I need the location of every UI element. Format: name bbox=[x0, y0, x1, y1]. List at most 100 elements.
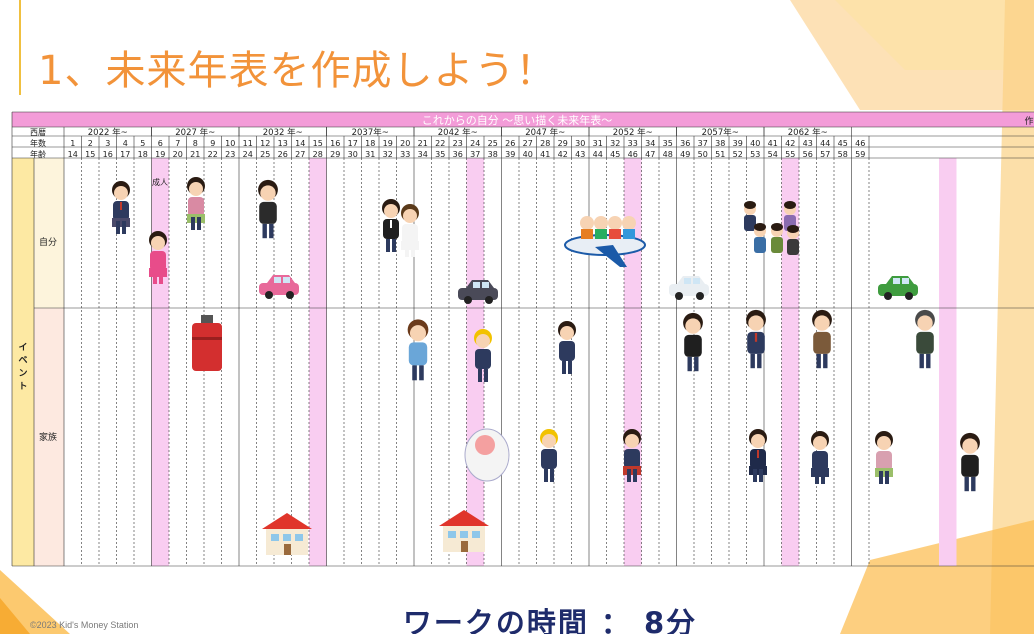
milestone-note: 成人 bbox=[152, 177, 168, 187]
year-group-label: 2027 年~ bbox=[175, 127, 215, 138]
student-girl2-icon bbox=[811, 431, 829, 484]
year-group-label: 2022 年~ bbox=[88, 127, 128, 138]
age-number: 43 bbox=[575, 150, 585, 159]
age-number: 35 bbox=[435, 150, 445, 159]
age-number: 39 bbox=[505, 150, 515, 159]
event-label-char: ベ bbox=[18, 355, 27, 366]
year-number: 6 bbox=[158, 139, 163, 148]
year-number: 46 bbox=[855, 139, 865, 148]
suit-woman-icon bbox=[187, 177, 205, 230]
grandpa-suit-icon bbox=[812, 309, 832, 369]
year-number: 13 bbox=[278, 139, 288, 148]
white-car-icon bbox=[669, 276, 709, 300]
age-number: 17 bbox=[120, 150, 130, 159]
house-left-icon bbox=[262, 513, 312, 555]
pink-car-icon bbox=[259, 275, 299, 299]
table-title: これからの自分 ～思い描く未来年表～ bbox=[422, 113, 613, 127]
age-number: 41 bbox=[540, 150, 550, 159]
age-number: 21 bbox=[190, 150, 200, 159]
age-number: 44 bbox=[593, 150, 603, 159]
year-group-label: 2047 年~ bbox=[525, 127, 565, 138]
age-number: 48 bbox=[663, 150, 673, 159]
year-group-label: 2062 年~ bbox=[788, 127, 828, 138]
age-number: 19 bbox=[155, 150, 165, 159]
mother-baby-icon bbox=[407, 319, 429, 381]
year-group-label: 2052 年~ bbox=[613, 127, 653, 138]
year-number: 34 bbox=[645, 139, 655, 148]
year-number: 37 bbox=[698, 139, 708, 148]
row-label-seireki: 西暦 bbox=[30, 128, 46, 137]
age-number: 22 bbox=[208, 150, 218, 159]
senior-man-icon bbox=[915, 309, 935, 369]
year-number: 38 bbox=[715, 139, 725, 148]
year-number: 28 bbox=[540, 139, 550, 148]
age-number: 33 bbox=[400, 150, 410, 159]
kimono-girl-icon bbox=[149, 231, 167, 284]
event-label-char: イ bbox=[18, 342, 27, 353]
year-number: 15 bbox=[313, 139, 323, 148]
red-suitcase-icon bbox=[192, 315, 222, 371]
office-woman-icon bbox=[258, 179, 278, 239]
year-number: 2 bbox=[88, 139, 93, 148]
year-number: 45 bbox=[838, 139, 848, 148]
year-group-label: 2037年~ bbox=[352, 127, 389, 138]
year-number: 4 bbox=[123, 139, 128, 148]
year-number: 31 bbox=[593, 139, 603, 148]
age-number: 32 bbox=[383, 150, 393, 159]
wedding-couple-icon bbox=[382, 199, 400, 252]
year-number: 44 bbox=[820, 139, 830, 148]
age-number: 20 bbox=[173, 150, 183, 159]
year-number: 21 bbox=[418, 139, 428, 148]
year-number: 10 bbox=[225, 139, 235, 148]
year-group-label: 2042 年~ bbox=[438, 127, 478, 138]
family-label: 家族 bbox=[39, 431, 57, 443]
age-number: 14 bbox=[68, 150, 78, 159]
year-number: 22 bbox=[435, 139, 445, 148]
age-number: 53 bbox=[750, 150, 760, 159]
year-number: 17 bbox=[348, 139, 358, 148]
age-number: 38 bbox=[488, 150, 498, 159]
year-group-label: 2057年~ bbox=[702, 127, 739, 138]
age-number: 29 bbox=[330, 150, 340, 159]
year-number: 42 bbox=[785, 139, 795, 148]
age-number: 16 bbox=[103, 150, 113, 159]
student-girl-icon bbox=[112, 181, 130, 234]
phone-girl-icon bbox=[875, 431, 893, 484]
year-number: 8 bbox=[193, 139, 198, 148]
row-label-nenrei: 年齢 bbox=[30, 149, 46, 159]
newborn-icon bbox=[464, 428, 510, 482]
year-number: 41 bbox=[768, 139, 778, 148]
family-label-cell bbox=[34, 308, 64, 566]
self-label-cell bbox=[34, 158, 64, 308]
age-number: 49 bbox=[680, 150, 690, 159]
age-number: 46 bbox=[628, 150, 638, 159]
suit-boy-icon bbox=[746, 309, 766, 369]
age-number: 45 bbox=[610, 150, 620, 159]
year-number: 40 bbox=[750, 139, 760, 148]
year-number: 30 bbox=[575, 139, 585, 148]
family-plane-icon bbox=[564, 216, 646, 267]
schoolboy-icon bbox=[558, 321, 576, 374]
highlight-column bbox=[781, 158, 799, 566]
age-number: 25 bbox=[260, 150, 270, 159]
green-car-icon bbox=[878, 276, 918, 300]
age-number: 23 bbox=[225, 150, 235, 159]
year-number: 43 bbox=[803, 139, 813, 148]
year-number: 12 bbox=[260, 139, 270, 148]
year-number: 9 bbox=[210, 139, 215, 148]
year-number: 29 bbox=[558, 139, 568, 148]
year-number: 1 bbox=[70, 139, 75, 148]
age-number: 58 bbox=[838, 150, 848, 159]
year-number: 35 bbox=[663, 139, 673, 148]
age-number: 56 bbox=[803, 150, 813, 159]
family-group-icon bbox=[744, 201, 799, 255]
age-number: 37 bbox=[470, 150, 480, 159]
year-number: 18 bbox=[365, 139, 375, 148]
year-number: 33 bbox=[628, 139, 638, 148]
age-number: 57 bbox=[820, 150, 830, 159]
year-number: 14 bbox=[295, 139, 305, 148]
age-number: 15 bbox=[85, 150, 95, 159]
work-time-caption: ワークの時間 ： 8分 bbox=[402, 606, 698, 634]
